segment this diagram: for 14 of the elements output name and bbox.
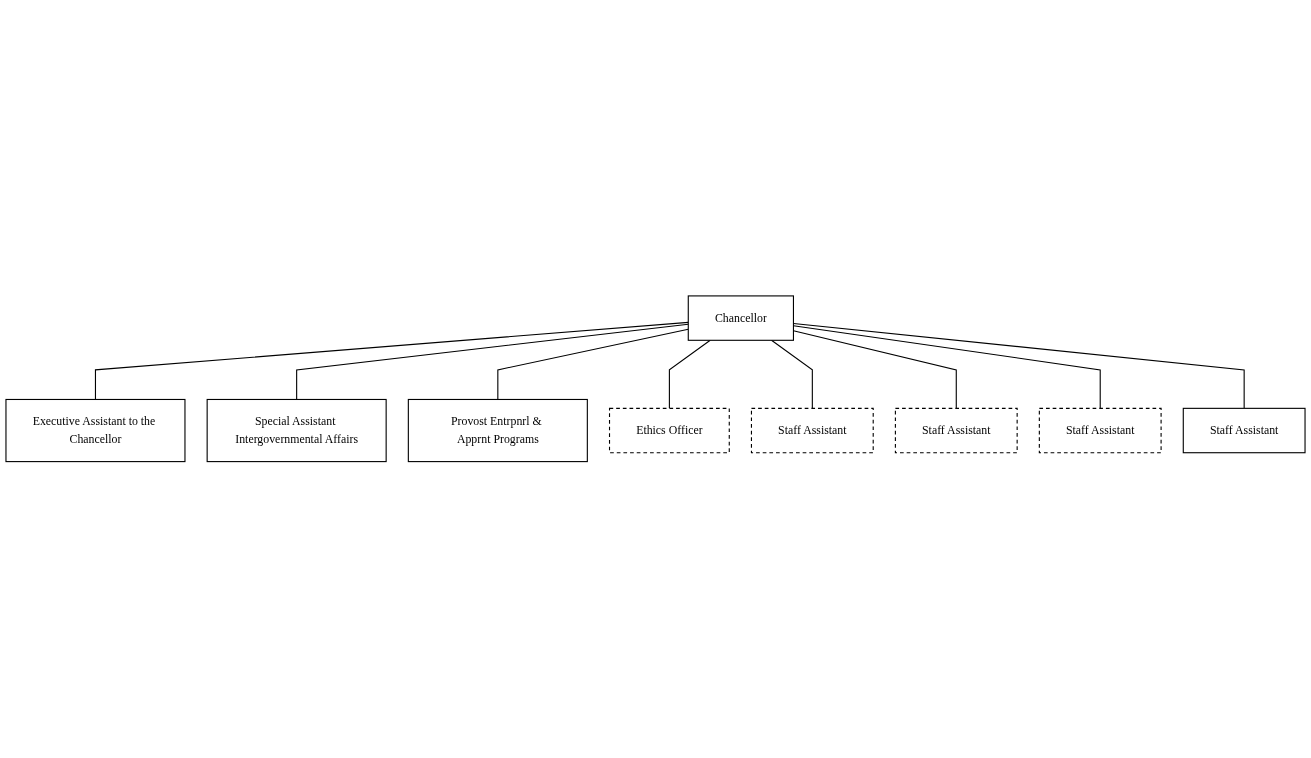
connector <box>296 323 689 401</box>
node-box: Staff Assistant <box>1182 408 1306 454</box>
node-box: Staff Assistant <box>894 408 1018 454</box>
connector <box>668 339 711 410</box>
connector <box>94 322 689 401</box>
node-box: Provost Entrpnrl & Apprnt Programs <box>407 399 588 463</box>
node-box: Executive Assistant to the Chancellor <box>5 399 186 463</box>
node-box: Chancellor <box>687 295 794 342</box>
connector <box>497 329 689 401</box>
connector <box>770 339 813 410</box>
node-box: Staff Assistant <box>750 408 874 454</box>
node-box: Ethics Officer <box>608 408 730 454</box>
node-box: Special Assistant Intergovernmental Affairs <box>206 399 387 463</box>
node-box: Staff Assistant <box>1038 408 1162 454</box>
